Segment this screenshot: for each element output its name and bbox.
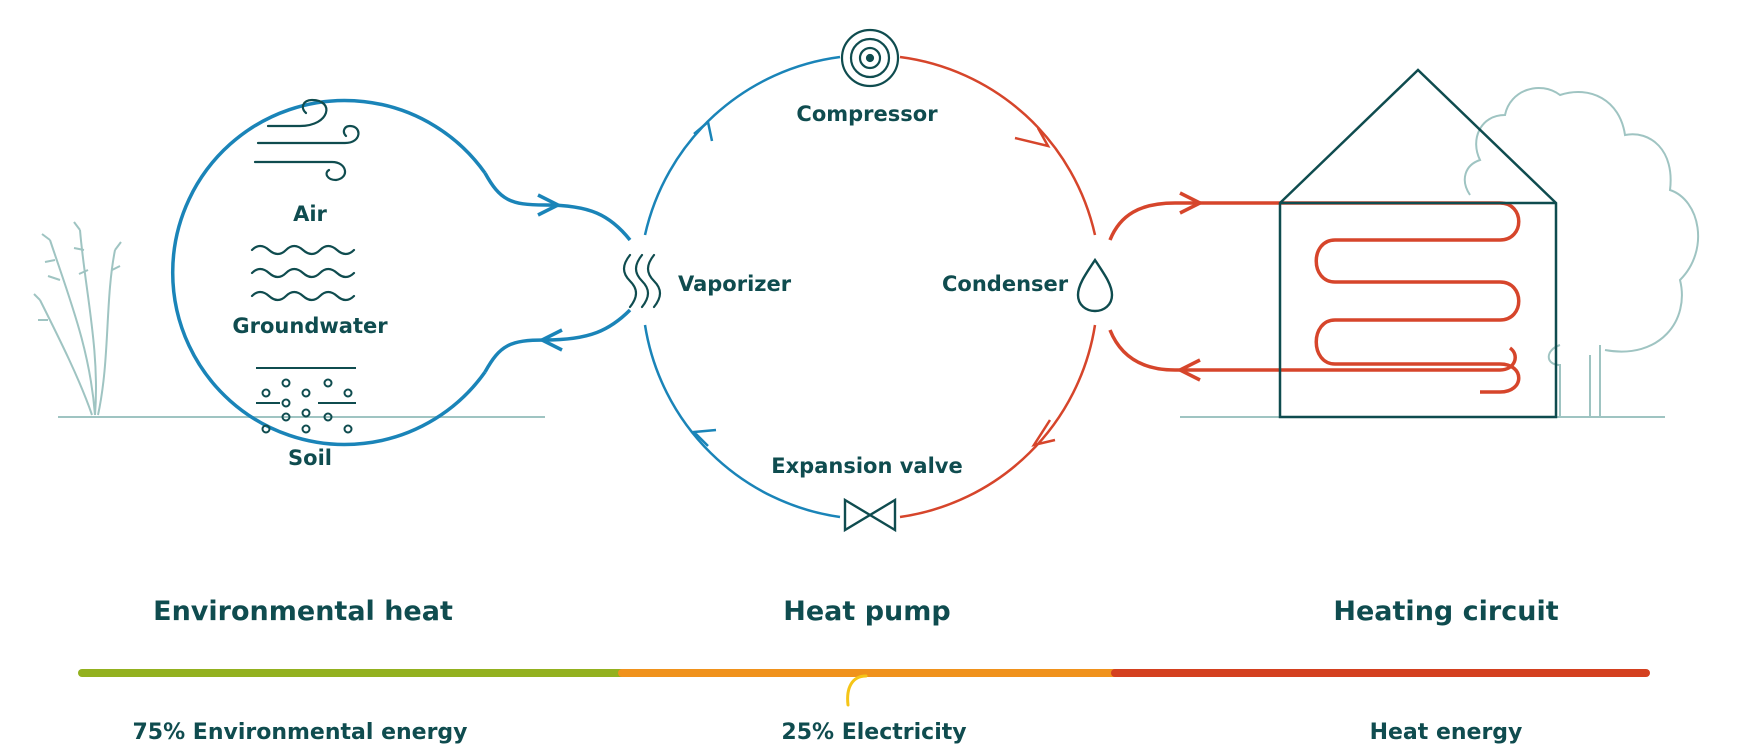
- soil-label: Soil: [288, 446, 332, 470]
- heat-energy-label: Heat energy: [1369, 720, 1523, 745]
- heat-pump-heading: Heat pump: [783, 596, 951, 627]
- expansion-valve-icon: [843, 497, 897, 533]
- environmental-energy-share: 75% Environmental energy: [132, 720, 468, 745]
- air-label: Air: [293, 202, 327, 226]
- heating-circuit-pipes: [1108, 191, 1521, 394]
- house-icon: [1278, 68, 1558, 419]
- vaporizer-icon: [622, 253, 662, 309]
- heating-circuit-heading: Heating circuit: [1333, 596, 1559, 627]
- condenser-label: Condenser: [942, 272, 1069, 296]
- soil-icon: [256, 367, 356, 434]
- environmental-heat-heading: Environmental heat: [153, 596, 453, 627]
- wind-icon: [253, 98, 360, 182]
- energy-bar: [78, 669, 1650, 707]
- right-tree-illustration: [1180, 86, 1700, 418]
- groundwater-label: Groundwater: [232, 314, 388, 338]
- compressor-label: Compressor: [796, 102, 938, 126]
- electricity-share: 25% Electricity: [781, 720, 967, 745]
- compressor-icon: [840, 28, 900, 88]
- vaporizer-label: Vaporizer: [678, 272, 792, 296]
- left-plant-illustration: [33, 221, 545, 418]
- water-waves-icon: [250, 244, 356, 302]
- expansion-valve-label: Expansion valve: [771, 454, 963, 478]
- environmental-heat-loop: [170, 98, 632, 447]
- heat-pump-cycle: [643, 55, 1097, 519]
- drop-icon: [1076, 257, 1114, 313]
